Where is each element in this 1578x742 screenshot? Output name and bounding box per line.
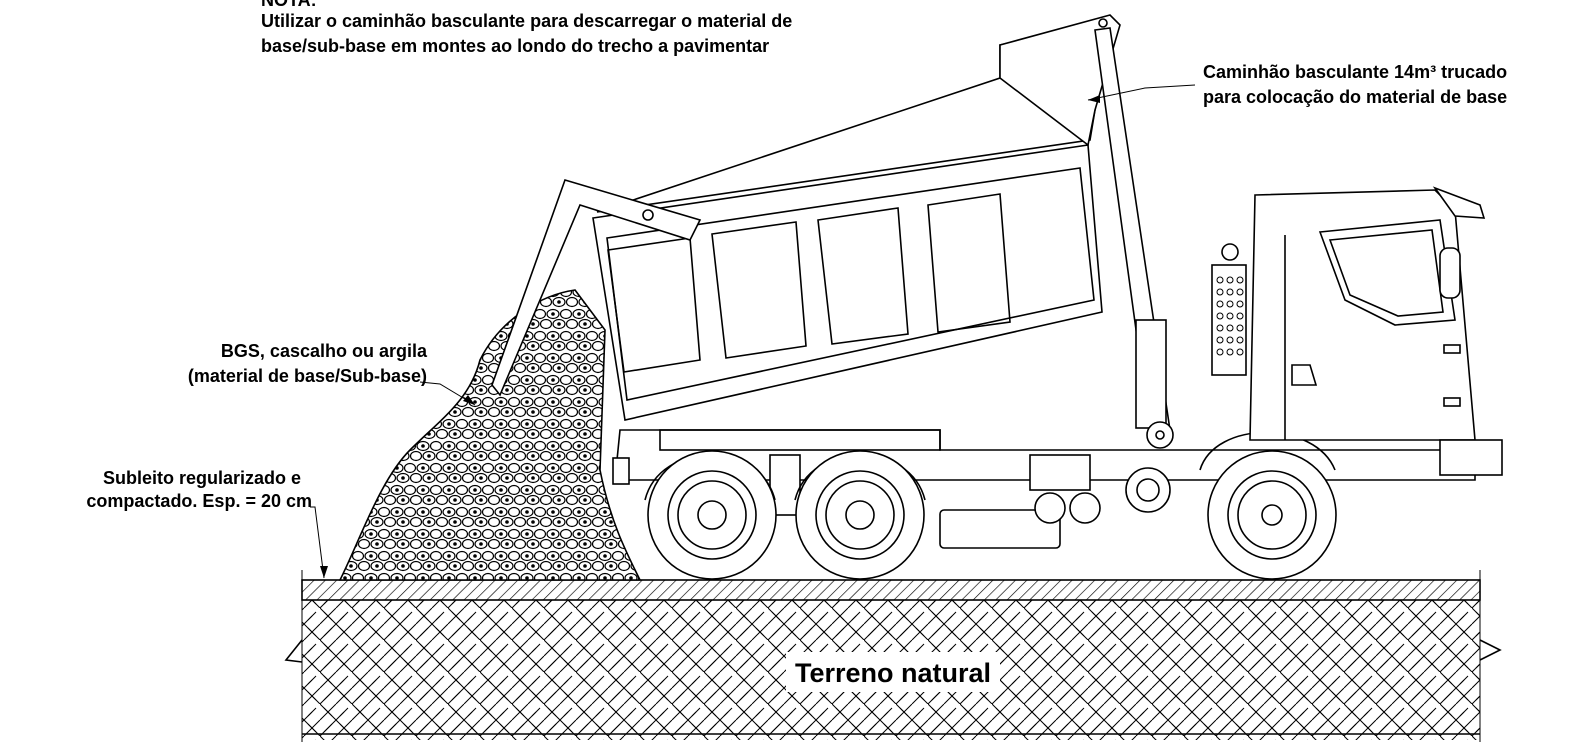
note-line-2: base/sub-base em montes ao londo do trec… <box>261 36 769 56</box>
front-wheel <box>1207 450 1337 580</box>
dump-truck <box>491 14 1503 580</box>
material-label-line-1: BGS, cascalho ou argila <box>221 341 428 361</box>
truck-label: Caminhão basculante 14m³ trucado para co… <box>1203 62 1507 107</box>
note-line-1: Utilizar o caminhão basculante para desc… <box>261 11 792 31</box>
ground-label: Terreno natural <box>795 658 991 688</box>
material-label-line-2: (material de base/Sub-base) <box>188 366 427 386</box>
natural-terrain: Terreno natural <box>284 570 1502 742</box>
dump-body <box>491 14 1174 449</box>
note-title: NOTA: <box>261 0 317 10</box>
gravel-pile <box>338 289 642 581</box>
truck-label-line-2: para colocação do material de base <box>1203 87 1507 107</box>
truck-label-line-1: Caminhão basculante 14m³ trucado <box>1203 62 1507 82</box>
material-label: BGS, cascalho ou argila (material de bas… <box>188 341 428 386</box>
subgrade-layer <box>301 579 1481 601</box>
truck-cab <box>1211 186 1503 476</box>
leader-lines <box>310 84 1196 579</box>
subgrade-label: Subleito regularizado e compactado. Esp.… <box>86 468 312 511</box>
rear-wheel-2 <box>795 450 925 580</box>
rear-wheel-1 <box>647 450 777 580</box>
subgrade-label-line-1: Subleito regularizado e <box>103 468 301 488</box>
subgrade-label-line-2: compactado. Esp. = 20 cm <box>86 491 312 511</box>
note-block: NOTA: Utilizar o caminhão basculante par… <box>261 0 792 56</box>
